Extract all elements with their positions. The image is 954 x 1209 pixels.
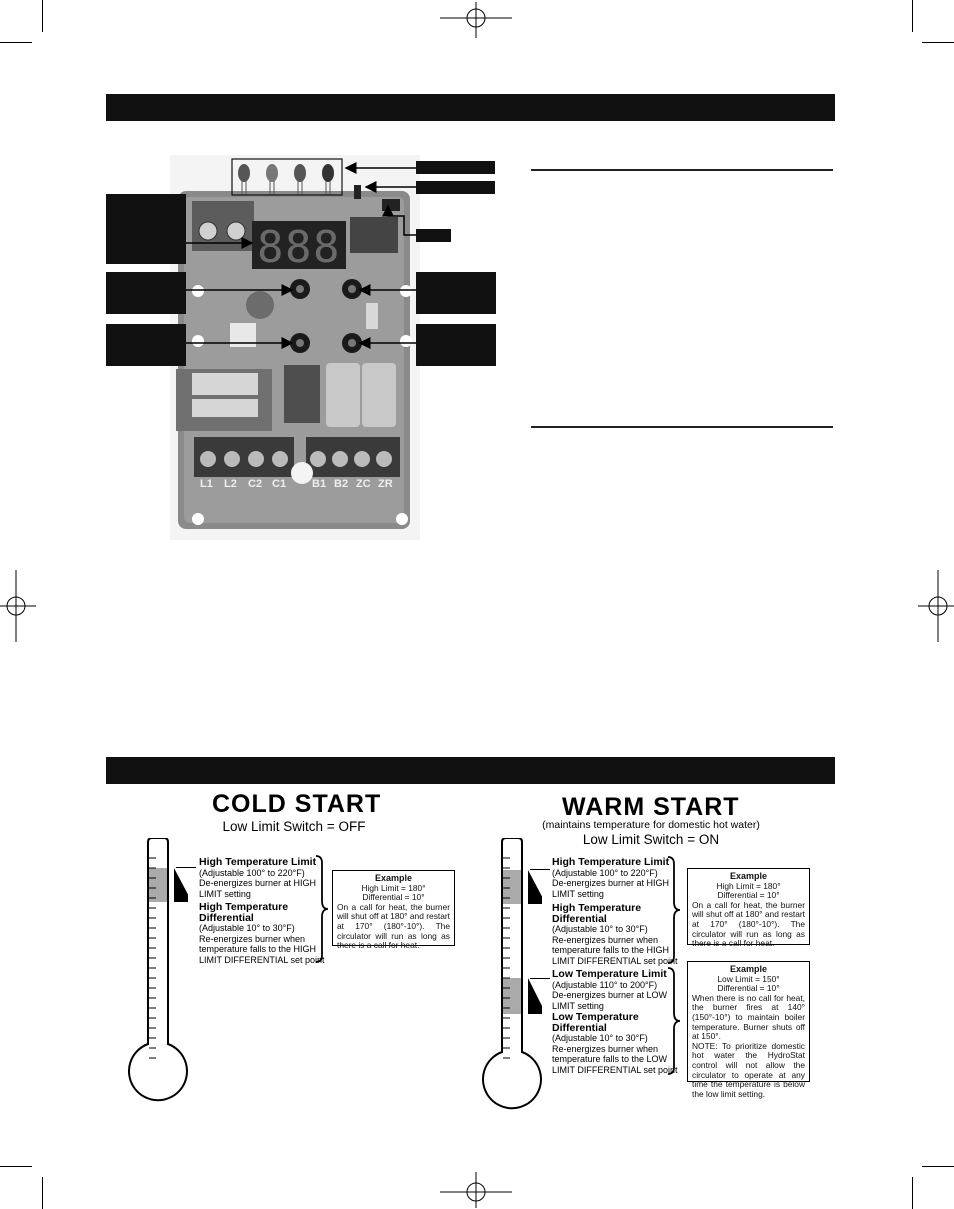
high-limit-text: High Temperature Limit (Adjustable 100° … — [199, 856, 317, 899]
warm-start-switch-label: Low Limit Switch = ON — [582, 832, 720, 847]
crop-mark — [0, 1166, 32, 1167]
example-box-low: Example Low Limit = 150° Differential = … — [687, 961, 810, 1098]
terminal-label: C2 — [248, 478, 262, 490]
terminal-label: ZR — [378, 478, 393, 490]
leader-line — [530, 869, 550, 870]
control-board-photo: 8 8 8 L1 L2 C2 C1 B1 B2 ZC — [170, 155, 420, 540]
warm-high-diff-text: High Temperature Differential (Adjustabl… — [552, 902, 678, 966]
example-box-high: Example High Limit = 180° Differential =… — [687, 868, 810, 948]
crop-mark — [922, 42, 954, 43]
section-header-bar — [106, 757, 835, 784]
thermometer-icon — [128, 838, 188, 1102]
led-indicator-icon — [238, 164, 334, 195]
crop-mark — [42, 0, 43, 32]
brace-icon — [667, 967, 681, 1075]
callout-arrows — [186, 162, 416, 349]
warm-low-diff-text: Low Temperature Differential (Adjustable… — [552, 1011, 678, 1075]
section-header-bar — [106, 94, 835, 121]
callout-box — [416, 181, 495, 194]
terminal-label: C1 — [272, 478, 286, 490]
leader-line — [176, 867, 196, 868]
crop-mark — [922, 1166, 954, 1167]
warm-start-subtitle: (maintains temperature for domestic hot … — [542, 819, 760, 831]
brace-icon — [315, 855, 329, 963]
registration-mark-icon — [0, 570, 36, 642]
terminal-label: L2 — [224, 478, 237, 490]
crop-mark — [912, 1177, 913, 1209]
high-limit-title: High Temperature Limit — [199, 856, 317, 868]
warm-high-limit-text: High Temperature Limit (Adjustable 100° … — [552, 856, 670, 899]
terminal-screw-icon — [200, 451, 392, 467]
potentiometer-icon — [290, 279, 362, 353]
crop-mark — [0, 42, 32, 43]
callout-box — [106, 324, 186, 366]
warm-low-limit-text: Low Temperature Limit (Adjustable 110° t… — [552, 968, 668, 1011]
cold-start-title: COLD START — [212, 790, 382, 818]
thermometer-icon — [482, 838, 542, 1110]
brace-icon — [667, 856, 681, 964]
warm-start-title: WARM START — [562, 793, 740, 821]
callout-box — [416, 324, 496, 366]
terminal-label: B1 — [312, 478, 326, 490]
crop-mark — [42, 1177, 43, 1209]
high-diff-text: High Temperature Differential (Adjustabl… — [199, 901, 325, 965]
terminal-label: L1 — [200, 478, 213, 490]
callout-box — [416, 161, 495, 174]
terminal-label: ZC — [356, 478, 371, 490]
display-digit: 8 — [285, 222, 312, 273]
divider — [531, 169, 833, 171]
terminal-label: B2 — [334, 478, 348, 490]
example-box: Example High Limit = 180° Differential =… — [332, 870, 455, 950]
display-digit: 8 — [313, 222, 340, 273]
callout-box — [416, 229, 451, 242]
leader-line — [530, 978, 550, 979]
registration-mark-icon — [918, 570, 954, 642]
callout-box — [106, 194, 186, 264]
display-digit: 8 — [257, 222, 284, 273]
registration-mark-icon — [440, 1172, 512, 1208]
divider — [531, 426, 833, 428]
crop-mark — [912, 0, 913, 32]
callout-box — [416, 272, 496, 314]
cold-start-subtitle: Low Limit Switch = OFF — [222, 819, 366, 834]
high-diff-title: High Temperature — [199, 901, 289, 913]
registration-mark-icon — [440, 2, 512, 38]
callout-box — [106, 272, 186, 314]
